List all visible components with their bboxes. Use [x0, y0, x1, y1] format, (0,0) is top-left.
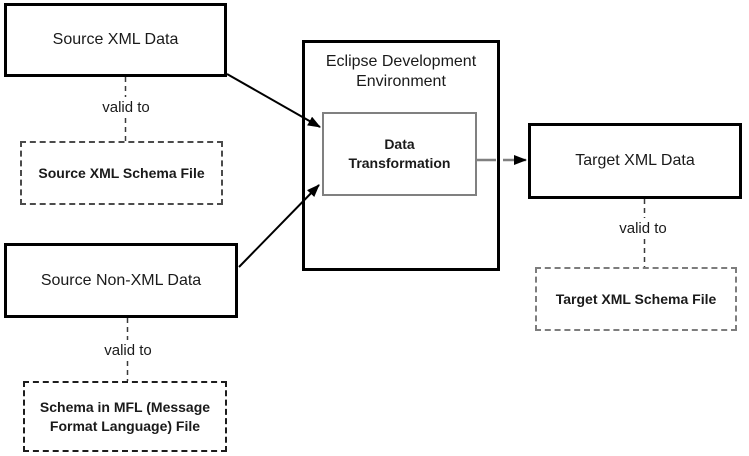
target-xml-data-box: Target XML Data [528, 123, 742, 199]
source-xml-data-label: Source XML Data [52, 31, 179, 48]
valid-to-label-target-xml: valid to [619, 220, 667, 237]
target-xml-data-label: Target XML Data [575, 152, 695, 169]
target-xml-schema-file-label: Target XML Schema File [555, 291, 717, 307]
data-transformation-box: Data Transformation [322, 112, 477, 196]
source-xml-schema-file-box: Source XML Schema File [20, 141, 223, 205]
target-xml-schema-file-box: Target XML Schema File [535, 267, 737, 331]
source-xml-schema-file-label: Source XML Schema File [38, 165, 205, 181]
source-non-xml-data-box: Source Non-XML Data [4, 243, 238, 318]
mfl-schema-file-label: Schema in MFL (Message Format Language) … [39, 398, 211, 434]
data-transformation-label: Data Transformation [348, 136, 451, 171]
mfl-schema-file-box: Schema in MFL (Message Format Language) … [23, 381, 227, 452]
valid-to-label-source-nonxml: valid to [104, 342, 152, 359]
eclipse-environment-label: Eclipse Development Environment [325, 53, 477, 90]
valid-to-label-source-xml: valid to [102, 99, 150, 116]
source-xml-data-box: Source XML Data [4, 3, 227, 77]
source-non-xml-data-label: Source Non-XML Data [40, 271, 202, 289]
